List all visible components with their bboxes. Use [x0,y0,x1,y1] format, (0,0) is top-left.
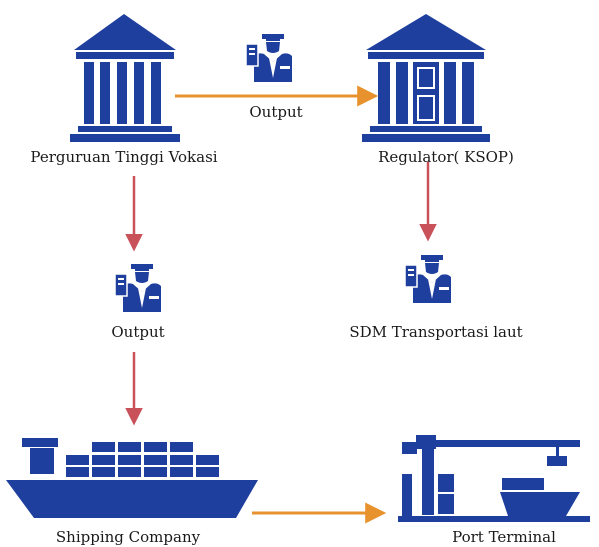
shipping-label: Shipping Company [55,528,201,546]
port-terminal-icon [398,435,590,522]
cargo-ship-icon [6,438,258,518]
regulator-label: Regulator( KSOP) [378,148,514,166]
edge-label-output-left: Output [111,323,165,341]
port-label: Port Terminal [452,528,556,546]
regulator-building-icon [362,14,490,142]
officer-icon [245,33,293,83]
sdm-label: SDM Transportasi laut [349,323,523,341]
officer-icon [404,254,452,304]
university-label: Perguruan Tinggi Vokasi [30,148,218,166]
institution-building-icon [70,14,180,142]
edge-label-output-top: Output [249,103,303,121]
officer-icon [114,263,162,313]
